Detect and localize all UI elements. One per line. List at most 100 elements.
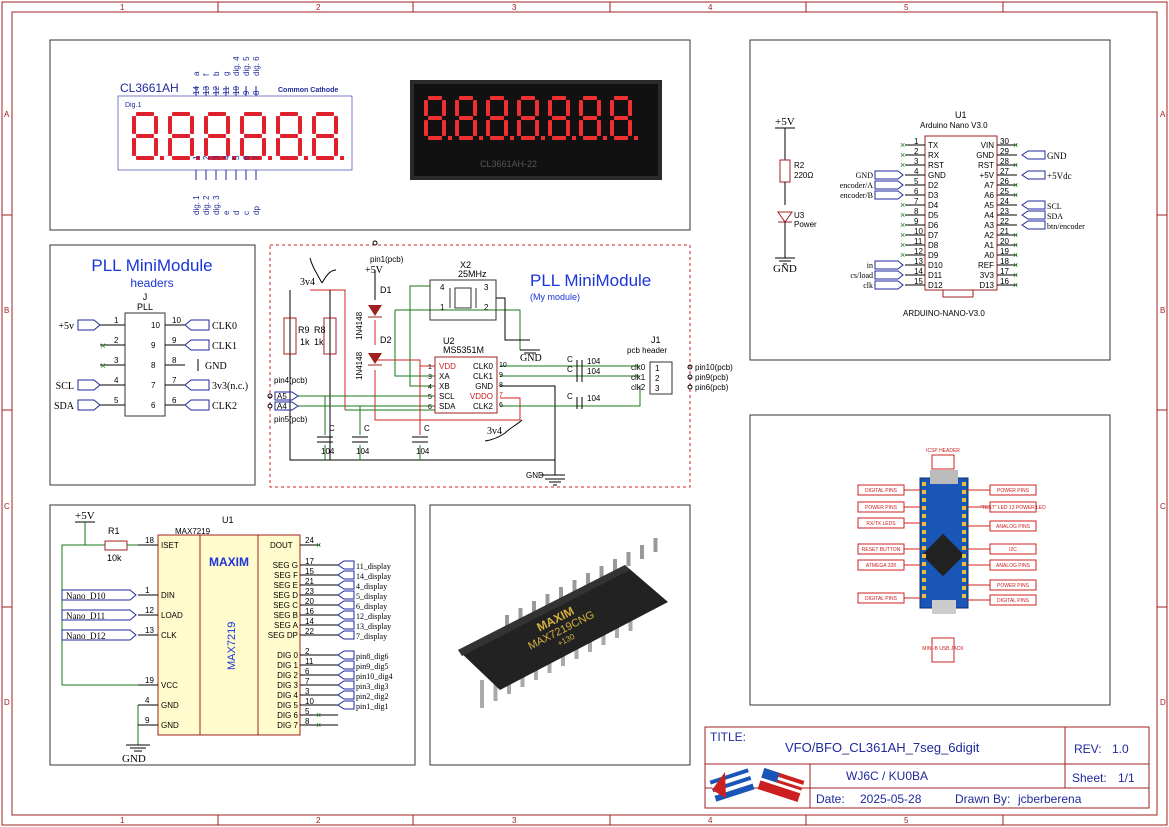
net-flag [874, 180, 904, 190]
chip-leg [493, 673, 498, 701]
pin-name: g [222, 72, 231, 76]
u2-pin-name: VDDO [470, 392, 493, 401]
cap-value: 104 [416, 447, 430, 456]
pin-number: 21 [1000, 227, 1009, 236]
cap-label: C [424, 424, 430, 433]
no-connect-mark: × [900, 150, 905, 160]
segment [473, 100, 477, 116]
pin-name: D4 [928, 201, 939, 210]
pin-name: dig. 6 [252, 56, 261, 76]
pin-name: SEG F [274, 571, 298, 580]
chip-leg [532, 601, 536, 615]
pin-number: 2 [114, 336, 119, 345]
col-label: 5 [904, 3, 909, 12]
pin-name: GND [161, 721, 179, 730]
segment [428, 136, 442, 140]
net-label: CLK2 [212, 401, 237, 412]
pin-number: 3 [114, 356, 119, 365]
pin-name: D12 [928, 281, 943, 290]
net-label: pin3_dig3 [356, 682, 388, 691]
pin-number: 11 [914, 237, 923, 246]
segment [583, 96, 597, 100]
net-flag [184, 319, 210, 331]
max7219-pins: 18ISET1DINNano_D1012LOADNano_D1113CLKNan… [61, 536, 392, 730]
u2-pin-name: SDA [439, 402, 456, 411]
net-label: CLK0 [212, 321, 237, 332]
net-flag [77, 379, 101, 391]
header-pin [922, 490, 926, 494]
pin-name: ISET [161, 541, 179, 550]
net-flag [337, 560, 355, 570]
pin-number-out: 8 [172, 356, 177, 365]
net-label: GND [856, 171, 874, 180]
pin-number: 14 [192, 86, 201, 95]
pin-name: f [202, 73, 211, 76]
segment [521, 116, 535, 120]
segment [552, 116, 566, 120]
header-pin [962, 482, 966, 486]
segment [204, 116, 208, 134]
net-label: 3v3(n.c.) [212, 381, 248, 392]
decimal-point [232, 156, 236, 160]
net-flag [61, 609, 137, 621]
net-flag [337, 610, 355, 620]
net-label: pin10_dig4 [356, 672, 392, 681]
pll-gnd-label: GND [526, 471, 544, 480]
cap-label: C [329, 424, 335, 433]
x2-value: 25MHz [458, 269, 487, 279]
segment [517, 120, 521, 136]
net-flag [874, 190, 904, 200]
pin-name: DIN [161, 591, 175, 600]
header-pin [922, 594, 926, 598]
header-pin [922, 506, 926, 510]
pin-name: D2 [928, 181, 939, 190]
pin-name: GND [161, 701, 179, 710]
net-label: SDA [54, 401, 75, 412]
pin-name: SEG A [274, 621, 299, 630]
panel-frames [49, 39, 1111, 766]
pin-number: 5 [232, 155, 241, 160]
segment [455, 120, 459, 136]
segment [334, 138, 338, 156]
header-pin [962, 530, 966, 534]
u2-pin-name: CLK1 [473, 372, 494, 381]
chip-leg [599, 566, 604, 580]
segment [240, 138, 244, 156]
segment [136, 112, 154, 116]
pin-number: 28 [1000, 157, 1009, 166]
chip-leg [613, 559, 617, 573]
pin-number: 13 [914, 257, 923, 266]
net-label: encoder/A [840, 181, 874, 190]
pin-number: 24 [305, 536, 314, 545]
chip-leg [480, 680, 484, 708]
pll-header-panel: PLL MiniModule headers J PLL 1+5v2×3×4SC… [54, 256, 248, 417]
sheet-label: Sheet: [1072, 771, 1107, 785]
board-tag-right: ANALOG PINS [996, 563, 1031, 569]
net-label: clk [863, 281, 873, 290]
net-label: SDA [1047, 212, 1063, 221]
pin-name: a [192, 71, 201, 76]
net-label: GND [1047, 151, 1067, 161]
u3-label: U3 [794, 211, 805, 220]
segment [240, 116, 244, 134]
decimal-point [541, 136, 545, 140]
segment [548, 100, 552, 116]
segment [262, 116, 266, 134]
u2-pin-number: 3 [428, 374, 432, 381]
pin-number: 21 [305, 577, 314, 586]
pin-number: 17 [305, 557, 314, 566]
pin-number: 3 [305, 687, 310, 696]
board-tag-left: DIGITAL PINS [865, 488, 898, 494]
net-flag [337, 690, 355, 700]
pin-name: D11 [928, 271, 943, 280]
pin-number: 1 [914, 137, 919, 146]
pin-number: 18 [145, 536, 154, 545]
segment [473, 120, 477, 136]
r8-value: 1k [314, 337, 324, 347]
header-pin [922, 586, 926, 590]
j1-label: J1 [651, 335, 661, 345]
pin-name: d [232, 211, 241, 215]
